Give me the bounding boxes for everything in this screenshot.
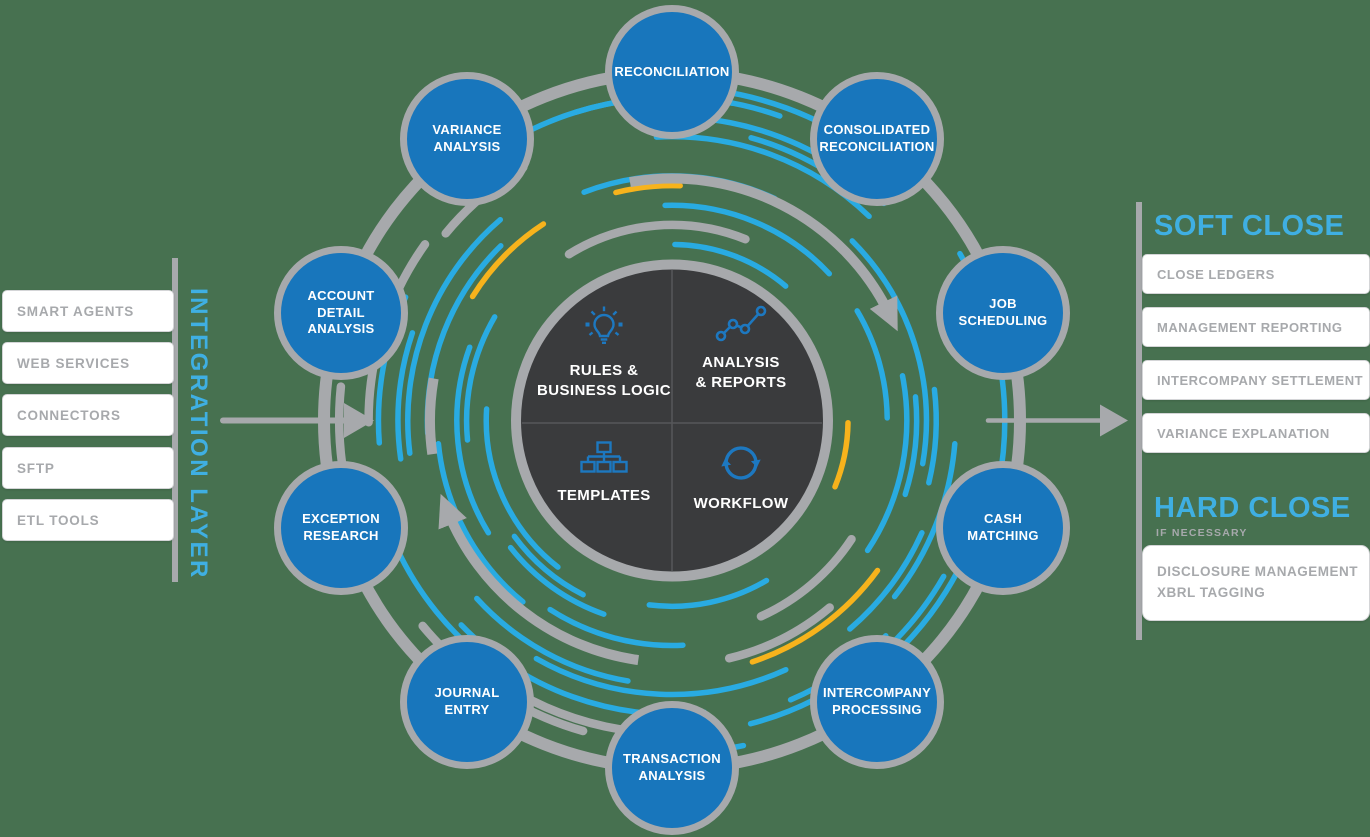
node-job-scheduling: JOB SCHEDULING [936, 246, 1070, 380]
integration-item-label: SMART AGENTS [17, 303, 135, 319]
hard-close-subtitle: IF NECESSARY [1156, 527, 1248, 539]
integration-item-label: CONNECTORS [17, 407, 121, 423]
node-intercompany-processing: INTERCOMPANY PROCESSING [810, 635, 944, 769]
node-label: RECONCILIATION [614, 63, 730, 79]
integration-item-smart-agents: SMART AGENTS [2, 290, 174, 332]
hub-quadrant-workflow: WORKFLOW [651, 441, 831, 514]
node-label: TRANSACTION ANALYSIS [623, 751, 721, 783]
hub-quadrant-label: WORKFLOW [693, 495, 789, 512]
integration-layer-title: INTEGRATION LAYER [185, 288, 212, 580]
output-arrow [985, 404, 1128, 437]
hard-close-title: HARD CLOSE [1154, 492, 1351, 524]
node-account-detail-analysis: ACCOUNT DETAIL ANALYSIS [274, 246, 408, 380]
close-item-label: DISCLOSURE MANAGEMENT XBRL TAGGING [1157, 564, 1359, 600]
node-cash-matching: CASH MATCHING [936, 461, 1070, 595]
rotation-arc-tail [425, 377, 439, 455]
soft-close-item-management-reporting: MANAGEMENT REPORTING [1142, 307, 1370, 347]
node-label: VARIANCE ANALYSIS [432, 122, 502, 154]
rotation-arrows [425, 173, 898, 666]
integration-item-label: WEB SERVICES [17, 355, 130, 371]
integration-arrow [220, 403, 374, 438]
node-journal-entry: JOURNAL ENTRY [400, 635, 534, 769]
node-transaction-analysis: TRANSACTION ANALYSIS [605, 701, 739, 835]
soft-close-title: SOFT CLOSE [1154, 210, 1345, 242]
close-item-label: VARIANCE EXPLANATION [1157, 425, 1330, 441]
hub-crosshair [522, 270, 822, 571]
sync-arrows-icon [721, 446, 761, 480]
rotation-arc-left [438, 493, 639, 666]
node-consolidated-reconciliation: CONSOLIDATED RECONCILIATION [810, 72, 944, 206]
rotation-arc-right [629, 173, 898, 332]
node-reconciliation: RECONCILIATION [605, 5, 739, 139]
hard-close-item-disclosure-management: DISCLOSURE MANAGEMENT XBRL TAGGING [1142, 545, 1370, 621]
close-item-label: CLOSE LEDGERS [1157, 266, 1275, 282]
close-item-label: INTERCOMPANY SETTLEMENT [1157, 372, 1364, 388]
close-item-label: MANAGEMENT REPORTING [1157, 319, 1343, 335]
lightbulb-icon [585, 306, 623, 344]
node-label: JOB SCHEDULING [958, 296, 1048, 328]
node-label: CONSOLIDATED RECONCILIATION [819, 122, 935, 154]
close-panel-bar [1136, 202, 1142, 640]
integration-item-web-services: WEB SERVICES [2, 342, 174, 384]
soft-close-item-variance-explanation: VARIANCE EXPLANATION [1142, 413, 1370, 453]
hub-quadrant-rules: RULES & BUSINESS LOGIC [514, 304, 694, 400]
integration-item-label: SFTP [17, 460, 55, 476]
node-variance-analysis: VARIANCE ANALYSIS [400, 72, 534, 206]
integration-item-sftp: SFTP [2, 447, 174, 489]
node-exception-research: EXCEPTION RESEARCH [274, 461, 408, 595]
hub-quadrant-templates: TEMPLATES [514, 441, 694, 506]
hub-quadrant-label: ANALYSIS & REPORTS [695, 354, 787, 391]
hub-quadrant-label: RULES & BUSINESS LOGIC [537, 362, 671, 399]
trend-chart-icon [715, 305, 767, 342]
node-label: INTERCOMPANY PROCESSING [822, 685, 932, 717]
node-label: EXCEPTION RESEARCH [302, 511, 380, 543]
soft-close-item-intercompany-settlement: INTERCOMPANY SETTLEMENT [1142, 360, 1370, 400]
integration-item-label: ETL TOOLS [17, 512, 100, 528]
integration-item-etl-tools: ETL TOOLS [2, 499, 174, 541]
node-label: CASH MATCHING [967, 511, 1039, 543]
node-label: ACCOUNT DETAIL ANALYSIS [307, 287, 375, 337]
node-label: JOURNAL ENTRY [434, 685, 500, 717]
integration-item-connectors: CONNECTORS [2, 394, 174, 436]
hub-quadrant-analysis: ANALYSIS & REPORTS [651, 304, 831, 392]
sitemap-icon [580, 441, 628, 473]
hub-quadrant-label: TEMPLATES [557, 487, 651, 504]
integration-panel-bar [172, 258, 178, 582]
soft-close-item-close-ledgers: CLOSE LEDGERS [1142, 254, 1370, 294]
